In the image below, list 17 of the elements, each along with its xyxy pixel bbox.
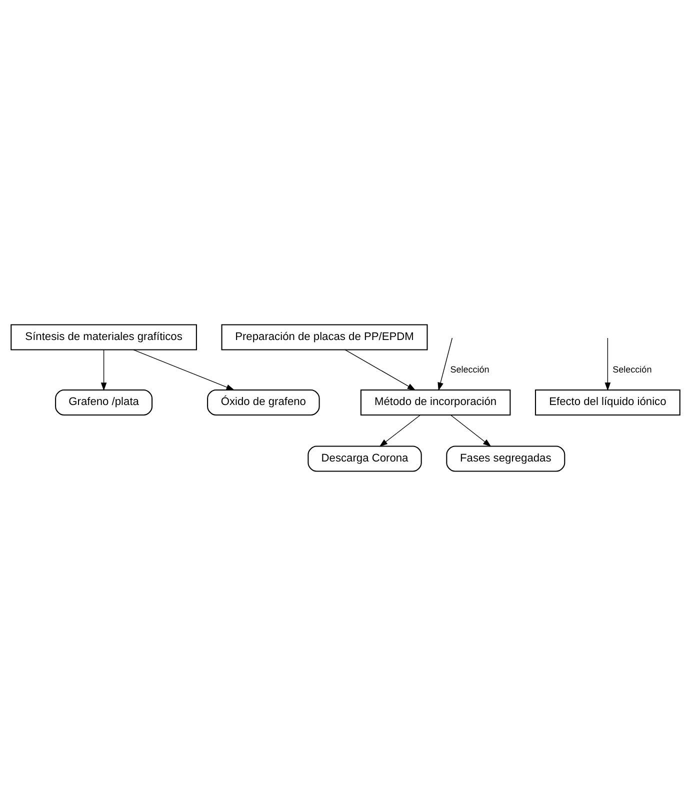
arrow [438, 338, 453, 391]
node-box: Preparación de placas de PP/EPDM [221, 324, 428, 350]
edge-label: Selección [450, 364, 490, 374]
arrow [450, 414, 492, 447]
node-box: Descarga Corona [308, 446, 422, 472]
node-box: Síntesis de materiales grafíticos [10, 324, 197, 350]
arrow [379, 414, 421, 447]
node-box: Grafeno /plata [55, 390, 153, 416]
node-box: Método de incorporación [360, 390, 511, 416]
node-box: Efecto del líquido iónico [534, 390, 680, 416]
arrow [344, 349, 416, 390]
arrow [100, 350, 107, 391]
edge-label: Selección [612, 364, 652, 374]
node-box: Óxido de grafeno [207, 390, 320, 416]
node-box: Fases segregadas [446, 446, 566, 472]
arrow [133, 349, 235, 390]
arrow [604, 338, 611, 391]
